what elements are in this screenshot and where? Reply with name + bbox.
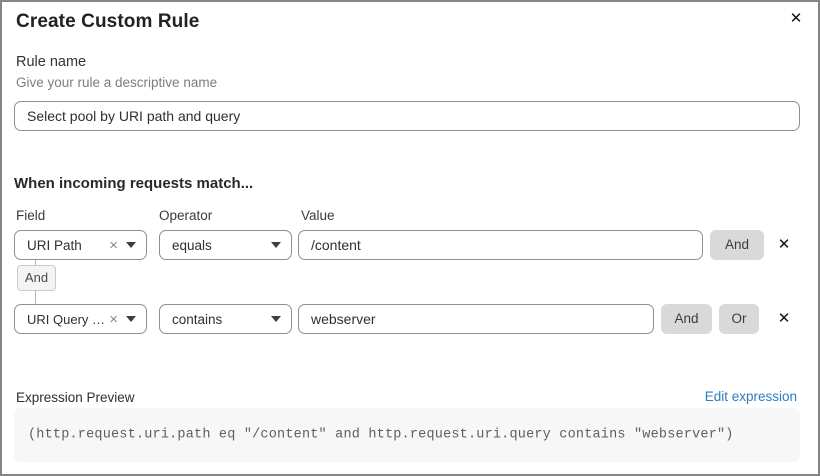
operator-select-row1[interactable]: equals bbox=[159, 230, 292, 260]
dialog-title: Create Custom Rule bbox=[16, 11, 200, 32]
field-select-row1[interactable]: URI Path × bbox=[14, 230, 147, 260]
add-and-button-row2[interactable]: And bbox=[661, 304, 712, 334]
chevron-down-icon bbox=[126, 316, 136, 322]
rule-name-hint: Give your rule a descriptive name bbox=[16, 75, 218, 90]
operator-select-row2[interactable]: contains bbox=[159, 304, 292, 334]
delete-row2-icon[interactable]: ✕ bbox=[777, 310, 791, 327]
column-label-value: Value bbox=[301, 208, 335, 223]
column-label-field: Field bbox=[16, 208, 46, 223]
rule-name-label: Rule name bbox=[16, 54, 87, 70]
chevron-down-icon bbox=[126, 242, 136, 248]
field-select-row2-value: URI Query St... bbox=[27, 311, 110, 327]
chevron-down-icon bbox=[271, 316, 281, 322]
delete-row1-icon[interactable]: ✕ bbox=[777, 236, 791, 253]
expression-code: (http.request.uri.path eq "/content" and… bbox=[28, 427, 734, 443]
edit-expression-link[interactable]: Edit expression bbox=[704, 389, 797, 404]
rule-name-input[interactable]: Select pool by URI path and query bbox=[14, 101, 800, 131]
clear-field-icon[interactable]: × bbox=[109, 310, 118, 328]
chevron-down-icon bbox=[271, 242, 281, 248]
value-input-row1[interactable]: /content bbox=[298, 230, 703, 260]
and-connector-button[interactable]: And bbox=[17, 265, 56, 291]
expression-preview-block: (http.request.uri.path eq "/content" and… bbox=[14, 408, 800, 462]
operator-select-row1-value: equals bbox=[172, 237, 212, 253]
operator-select-row2-value: contains bbox=[172, 311, 223, 327]
match-heading: When incoming requests match... bbox=[14, 175, 254, 192]
clear-field-icon[interactable]: × bbox=[109, 236, 118, 254]
add-or-button-row2[interactable]: Or bbox=[719, 304, 759, 334]
value-input-row2[interactable]: webserver bbox=[298, 304, 654, 334]
add-and-button-row1[interactable]: And bbox=[710, 230, 764, 260]
field-select-row2[interactable]: URI Query St... × bbox=[14, 304, 147, 334]
field-select-row1-value: URI Path bbox=[27, 237, 82, 253]
column-label-operator: Operator bbox=[159, 208, 213, 223]
close-icon[interactable]: ✕ bbox=[789, 10, 803, 27]
expression-preview-label: Expression Preview bbox=[16, 390, 135, 405]
